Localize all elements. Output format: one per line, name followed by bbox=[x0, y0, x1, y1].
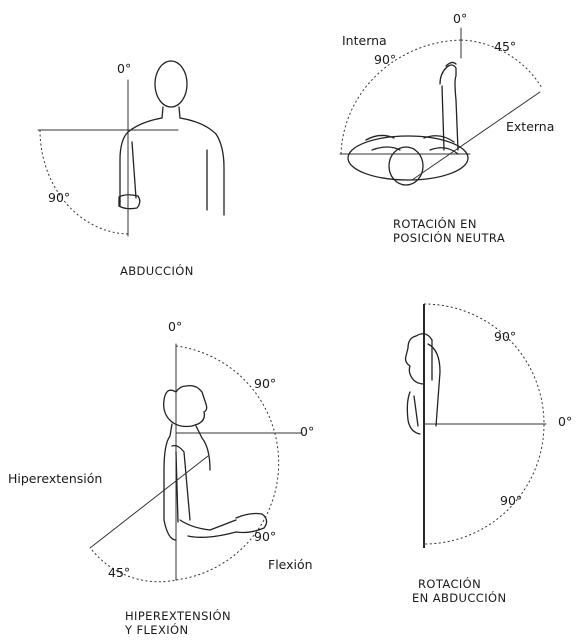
hyper-extension-arc bbox=[92, 550, 176, 582]
hyper-upper-arm-front bbox=[172, 446, 190, 520]
hyper-90-degree-upper-label: 90° bbox=[254, 377, 276, 391]
flexion-label: Flexión bbox=[268, 558, 313, 572]
hyper-extension-line bbox=[90, 456, 208, 548]
hyper-0-degree-side-label: 0° bbox=[300, 425, 314, 439]
abduction-rotation-figure bbox=[406, 304, 547, 548]
abduction-right-shoulder bbox=[180, 118, 224, 215]
hyper-caption-line1: HIPEREXTENSIÓN bbox=[125, 610, 231, 623]
hyper-caption-line2: Y FLEXIÓN bbox=[125, 624, 189, 637]
neutral-externa-label: Externa bbox=[506, 120, 554, 134]
abduction-figure bbox=[38, 61, 224, 236]
abduction-0-degree-label: 0° bbox=[117, 62, 131, 76]
neutral-external-45-label: 45° bbox=[494, 40, 516, 54]
abdrot-0-degree-label: 0° bbox=[558, 415, 572, 429]
abdrot-caption-line2: EN ABDUCCIÓN bbox=[412, 592, 506, 605]
abduction-caption: ABDUCCIÓN bbox=[120, 265, 194, 278]
abduction-hand bbox=[119, 195, 140, 209]
abdrot-arm-inner bbox=[414, 396, 418, 426]
abduction-head bbox=[155, 61, 187, 107]
abduction-neck bbox=[162, 107, 180, 118]
abdrot-caption-line1: ROTACIÓN bbox=[418, 578, 481, 591]
hiperextension-label: Hiperextensión bbox=[8, 472, 102, 486]
abdrot-90-degree-upper-label: 90° bbox=[494, 330, 516, 344]
neutral-caption-line2: POSICIÓN NEUTRA bbox=[393, 232, 505, 245]
hyper-forearm bbox=[180, 520, 236, 537]
hyper-head bbox=[164, 386, 207, 427]
neutral-body-top-view bbox=[348, 136, 468, 180]
neutral-interna-label: Interna bbox=[342, 34, 387, 48]
neutral-internal-90-label: 90° bbox=[374, 53, 396, 67]
hyper-0-degree-top-label: 0° bbox=[168, 320, 182, 334]
abdrot-90-degree-lower-label: 90° bbox=[500, 494, 522, 508]
abduction-90-degree-label: 90° bbox=[48, 191, 70, 205]
neutral-head-top-view bbox=[389, 147, 423, 185]
neutral-caption-line1: ROTACIÓN EN bbox=[393, 218, 477, 231]
neutral-0-degree-label: 0° bbox=[453, 12, 467, 26]
hyper-90-degree-flexion-label: 90° bbox=[254, 530, 276, 544]
abduction-left-shoulder bbox=[120, 118, 162, 202]
abdrot-face bbox=[406, 336, 425, 384]
abduction-arc bbox=[40, 130, 128, 234]
hyper-45-degree-label: 45° bbox=[108, 566, 130, 580]
abdrot-arm-back bbox=[428, 344, 440, 426]
